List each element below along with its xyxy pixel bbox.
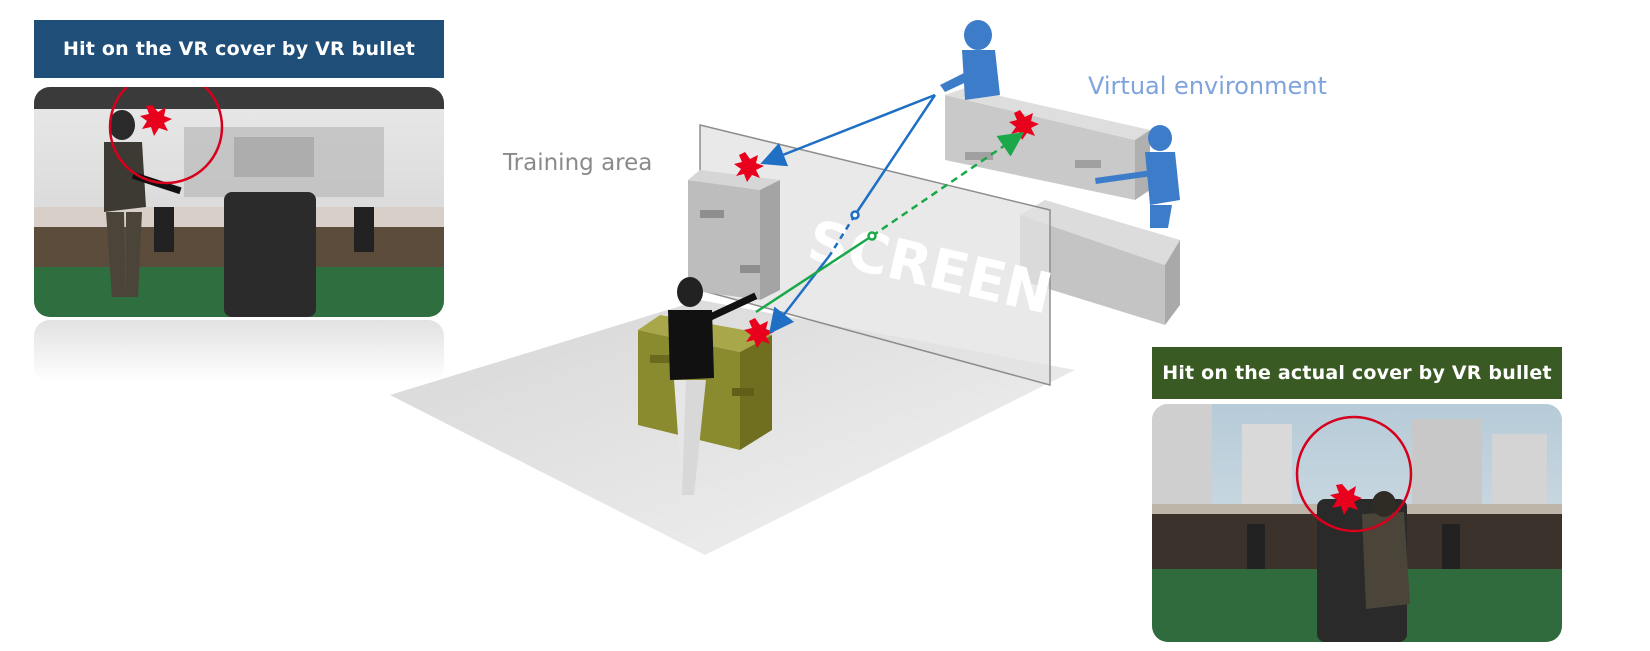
virtual-soldier-right [1095,125,1180,228]
vr-cover-hit-photo [34,87,444,317]
photo-reflection [34,320,444,382]
vr-bullet-trajectory [760,93,937,334]
training-grey-cover [688,170,780,300]
virtual-cover-back [945,88,1150,200]
real-bullet-trajectory [755,132,1025,314]
hit-marker-grey-cover [734,152,764,182]
actual-cover-hit-caption: Hit on the actual cover by VR bullet [1152,347,1562,399]
vr-cover-hit-caption: Hit on the VR cover by VR bullet [34,20,444,78]
trainee-figure [668,277,758,495]
virtual-cover-front [1020,200,1180,325]
virtual-soldier-top [940,20,1000,100]
training-area-label: Training area [503,150,653,176]
hit-marker-actual-cover [744,318,774,348]
actual-cover-hit-photo [1152,404,1562,642]
virtual-environment-label: Virtual environment [1088,72,1327,100]
